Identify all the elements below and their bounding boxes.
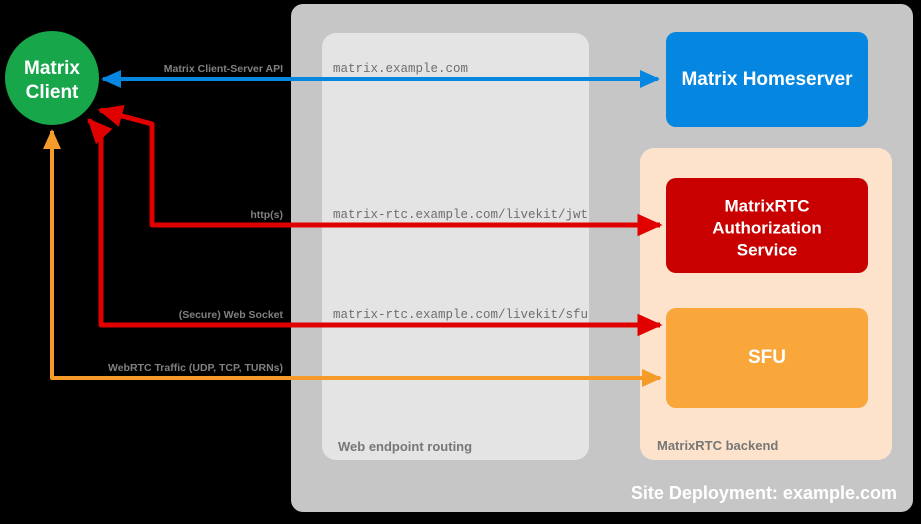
matrix-client-label-line1: Matrix <box>24 58 80 79</box>
matrixrtc-authorization-service-label-line3: Service <box>737 240 798 259</box>
node-matrix-client[interactable]: Matrix Client <box>5 31 99 125</box>
matrixrtc-authorization-service-label-line1: MatrixRTC <box>724 196 809 215</box>
endpoint-label-livekit-sfu: matrix-rtc.example.com/livekit/sfu <box>333 308 588 322</box>
matrix-homeserver-box <box>666 32 868 127</box>
edge-webrtc-traffic <box>43 129 662 387</box>
sfu-box <box>666 308 868 408</box>
edge-label-webrtc-traffic: WebRTC Traffic (UDP, TCP, TURNs) <box>108 362 283 374</box>
edge-label-client-server-api: Matrix Client-Server API <box>164 63 283 75</box>
node-sfu[interactable]: SFU <box>666 308 868 408</box>
endpoint-label-livekit-jwt: matrix-rtc.example.com/livekit/jwt <box>333 208 588 222</box>
web-endpoint-routing-caption: Web endpoint routing <box>338 439 472 454</box>
matrixrtc-backend-caption: MatrixRTC backend <box>657 438 778 453</box>
matrixrtc-authorization-service-label-line2: Authorization <box>712 218 822 237</box>
web-endpoint-routing-panel <box>322 33 589 460</box>
edge-jwt-http-line <box>97 104 663 237</box>
matrix-client-circle <box>5 31 99 125</box>
matrix-homeserver-label: Matrix Homeserver <box>681 69 853 90</box>
edge-jwt-http <box>97 104 663 237</box>
node-matrixrtc-authorization-service[interactable]: MatrixRTC Authorization Service <box>666 178 868 273</box>
edge-label-http: http(s) <box>250 209 283 221</box>
endpoint-label-matrix: matrix.example.com <box>333 62 468 76</box>
node-matrix-homeserver[interactable]: Matrix Homeserver <box>666 32 868 127</box>
site-deployment-caption: Site Deployment: example.com <box>631 483 897 503</box>
matrix-client-label-line2: Client <box>26 82 79 103</box>
edge-webrtc-traffic-line <box>43 129 662 387</box>
matrixrtc-authorization-service-box <box>666 178 868 273</box>
sfu-label: SFU <box>748 347 786 368</box>
edge-label-web-socket: (Secure) Web Socket <box>179 309 284 321</box>
